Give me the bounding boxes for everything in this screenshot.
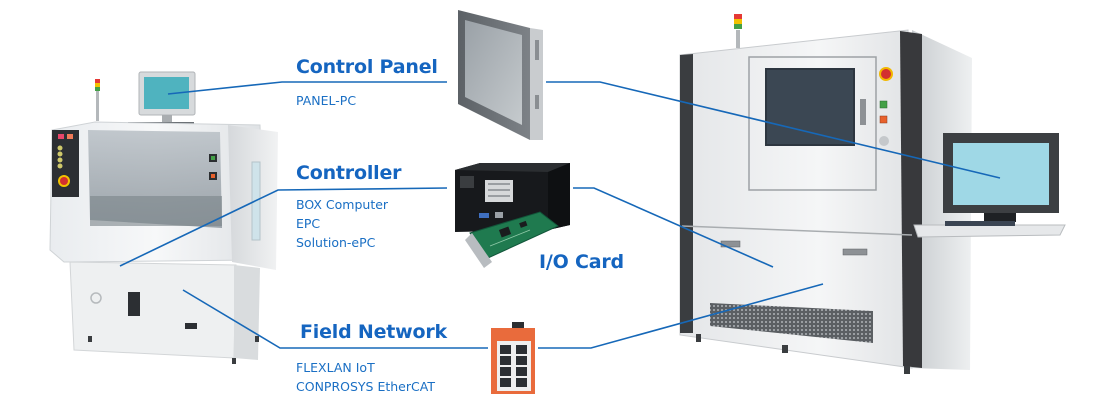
controller-item: BOX Computer: [296, 197, 389, 212]
controller-item: Solution-ePC: [296, 235, 376, 250]
io-card-title: I/O Card: [539, 251, 624, 273]
control-panel-title: Control Panel: [296, 56, 438, 78]
right-machine: [679, 14, 1066, 374]
connector-lines: [119, 81, 1001, 349]
field-network-item: CONPROSYS EtherCAT: [296, 379, 435, 394]
io-card-icon: [465, 211, 559, 268]
signal-tower-pole: [96, 79, 99, 121]
field-network-item: FLEXLAN IoT: [296, 360, 375, 375]
panel-pc-icon: [458, 10, 543, 140]
network-switch-icon: [491, 322, 535, 394]
control-buttons-panel: [52, 130, 79, 197]
control-panel-item: PANEL-PC: [296, 93, 357, 108]
controller-item: EPC: [296, 216, 321, 231]
controller-title: Controller: [296, 162, 402, 184]
connector-control-panel-right: [546, 81, 1001, 179]
connector-control-panel-left: [167, 81, 447, 95]
vent-grille: [710, 303, 873, 343]
connector-field-network-left: [182, 289, 488, 349]
left-machine: [49, 71, 278, 364]
connector-controller-left: [119, 187, 448, 267]
connector-field-network-right: [538, 283, 824, 349]
field-network-title: Field Network: [300, 321, 447, 343]
connector-controller-right: [573, 187, 774, 268]
